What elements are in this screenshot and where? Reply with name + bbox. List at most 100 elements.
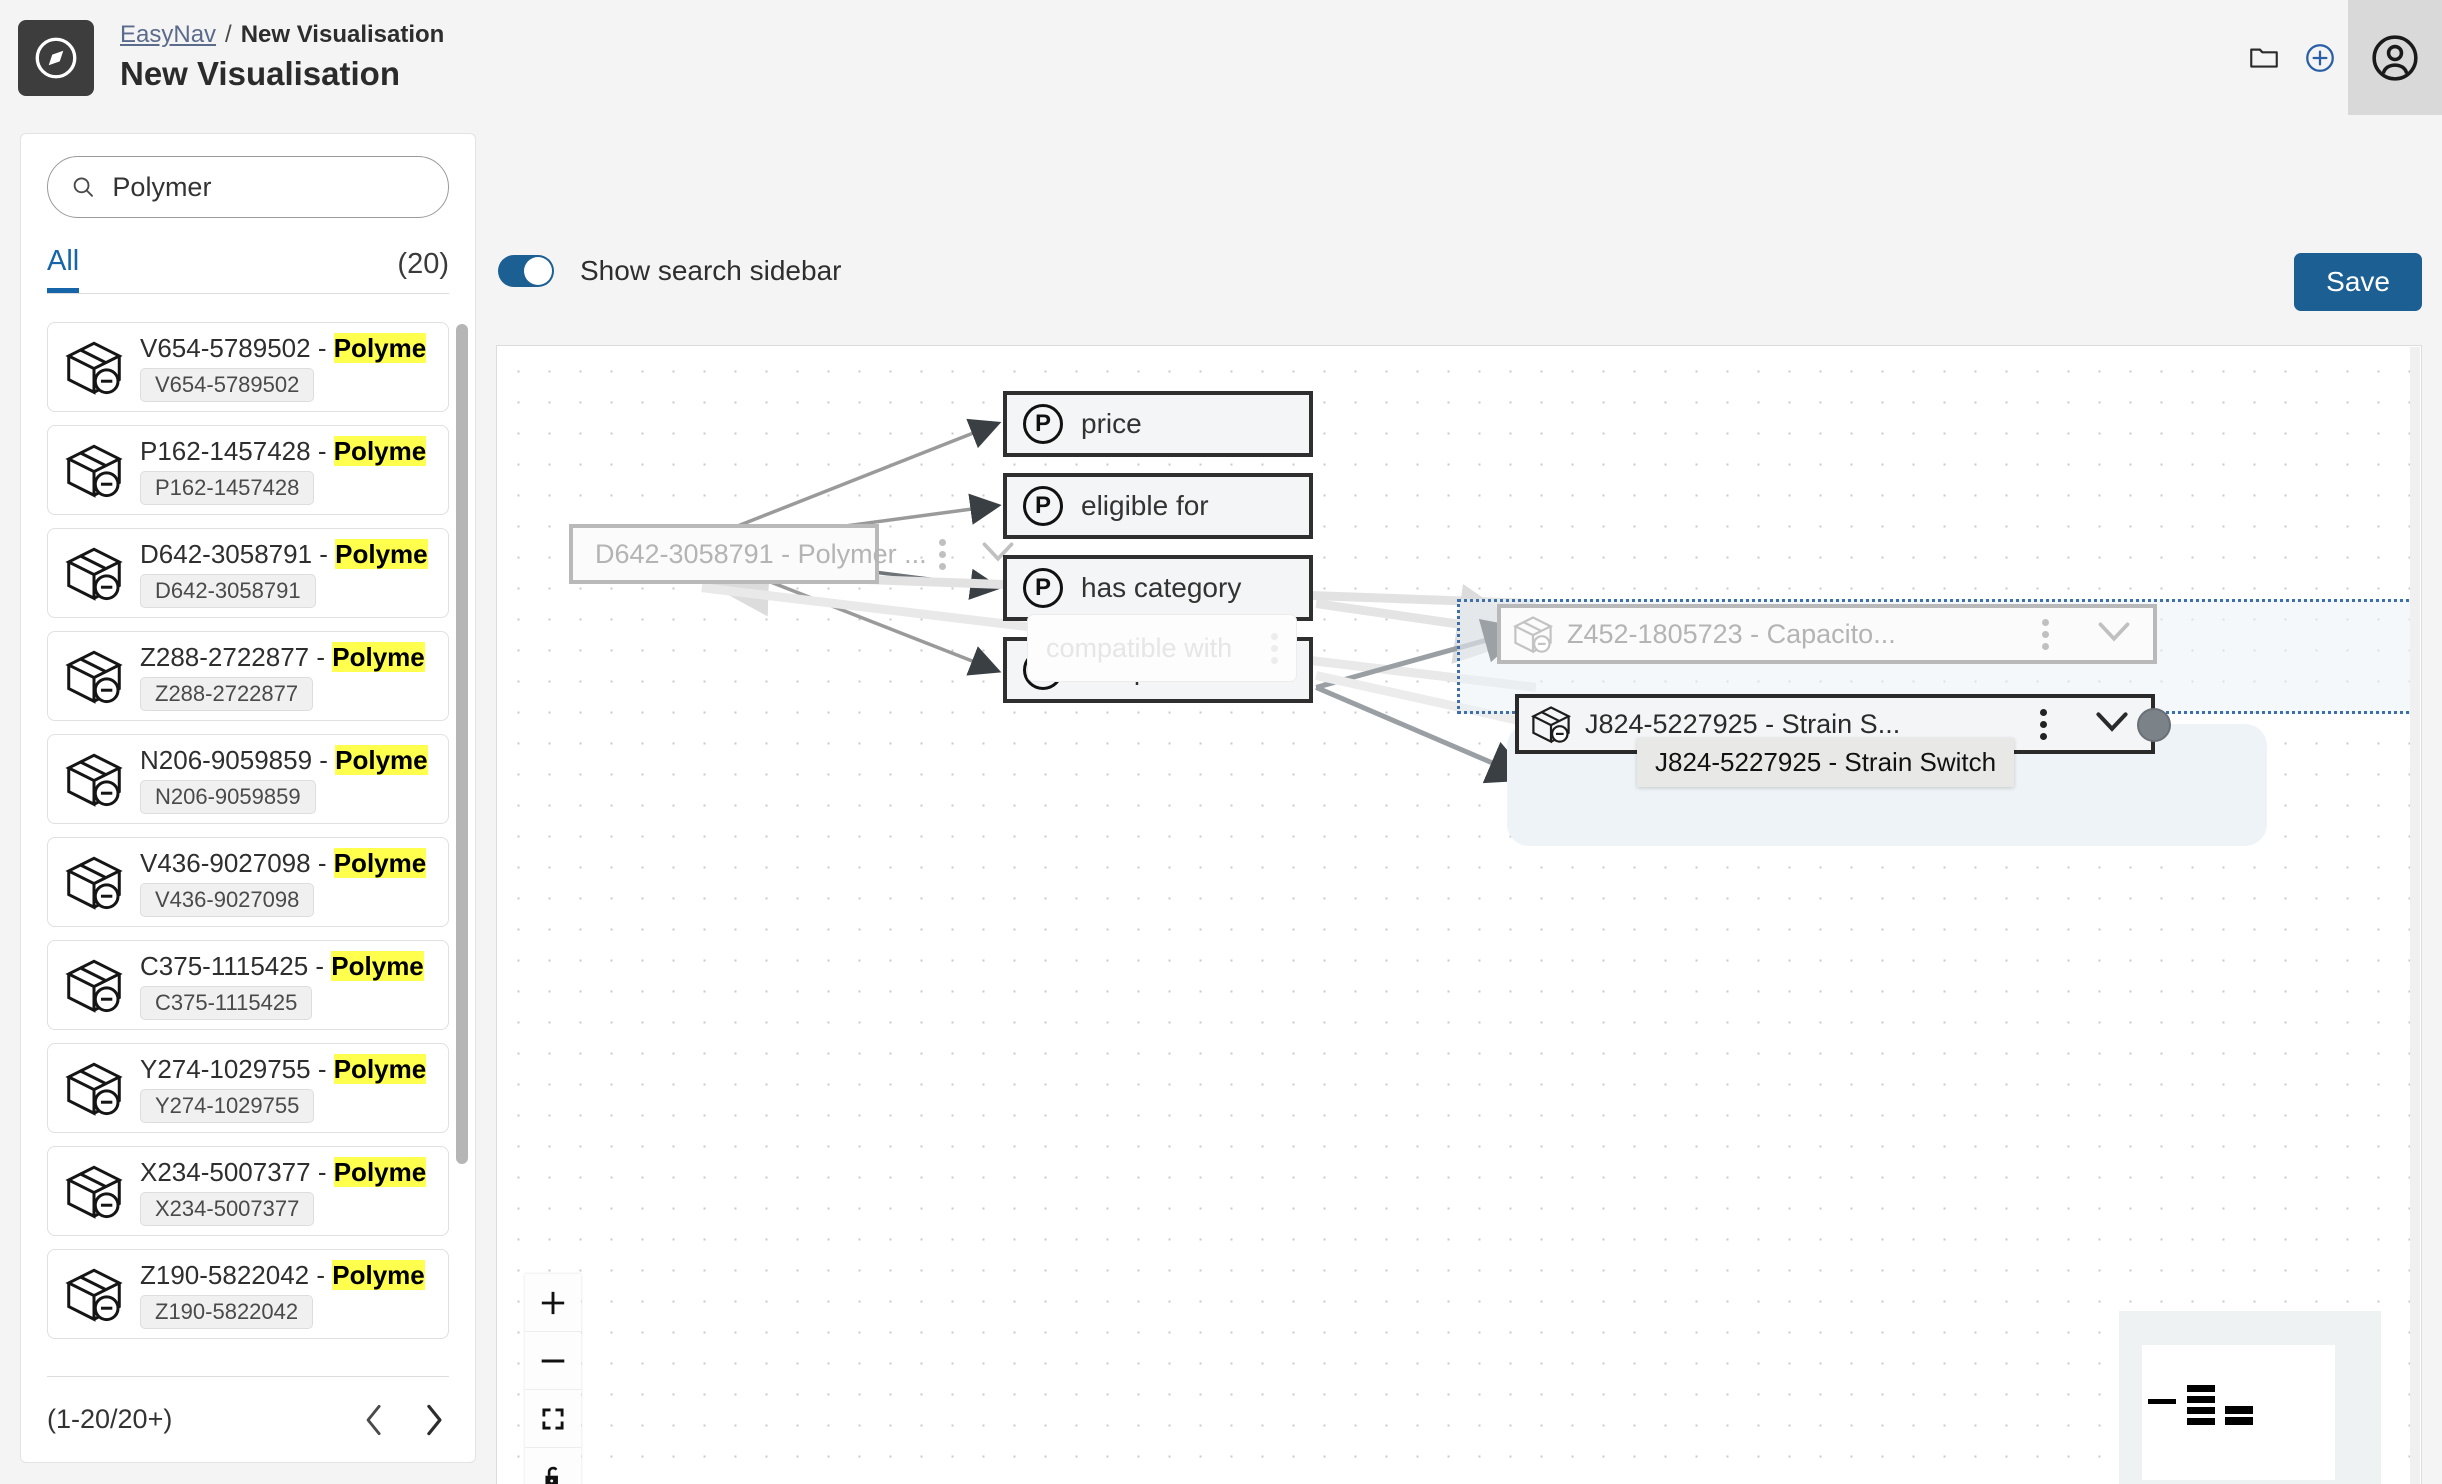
package-icon xyxy=(1530,706,1572,744)
node-tooltip: J824-5227925 - Strain Switch xyxy=(1637,738,2015,787)
tab-all[interactable]: All xyxy=(47,244,80,293)
app-header: EasyNav / New Visualisation New Visualis… xyxy=(0,0,2442,115)
chevron-left-icon xyxy=(366,1404,381,1435)
result-list-scrollbar[interactable] xyxy=(456,324,468,1164)
list-item-id: P162-1457428 - xyxy=(140,435,334,466)
property-badge-icon: P xyxy=(1023,568,1063,608)
pagination-bar: (1-20/20+) xyxy=(47,1376,449,1462)
package-icon xyxy=(65,1268,123,1322)
list-item-title: V654-5789502 - Polyme xyxy=(140,332,427,363)
zoom-out-button[interactable] xyxy=(525,1332,581,1390)
minimap-node xyxy=(2225,1417,2253,1425)
minimap-viewport xyxy=(2142,1345,2335,1480)
list-item-chip: V436-9027098 xyxy=(140,882,315,917)
prev-page-button[interactable] xyxy=(359,1401,389,1439)
graph-node-z452[interactable]: Z452-1805723 - Capacito... xyxy=(1497,604,2157,664)
list-item-title: D642-3058791 - Polyme xyxy=(140,538,428,569)
list-item-chip: D642-3058791 xyxy=(140,573,316,608)
show-search-sidebar-toggle[interactable] xyxy=(498,255,554,287)
chevron-down-icon[interactable] xyxy=(2095,711,2129,738)
package-icon xyxy=(65,1165,123,1219)
package-icon xyxy=(65,959,123,1013)
graph-node-property-eligible-for[interactable]: P eligible for xyxy=(1003,473,1313,539)
chevron-down-icon[interactable] xyxy=(981,541,1015,568)
search-box[interactable] xyxy=(47,156,449,218)
list-item-highlight: Polyme xyxy=(333,1156,427,1187)
add-circle-icon xyxy=(2306,43,2334,72)
list-item-title: Z190-5822042 - Polyme xyxy=(140,1259,425,1290)
list-item-chip: N206-9059859 xyxy=(140,779,316,814)
list-item-title: Y274-1029755 - Polyme xyxy=(140,1053,427,1084)
search-icon xyxy=(73,177,93,197)
graph-node-property-price[interactable]: P price xyxy=(1003,391,1313,457)
next-page-button[interactable] xyxy=(419,1401,449,1439)
folder-button[interactable] xyxy=(2236,30,2292,86)
lock-toggle-button[interactable] xyxy=(525,1448,581,1484)
list-item-chip: X234-5007377 xyxy=(140,1191,315,1226)
account-button[interactable] xyxy=(2348,0,2442,115)
property-badge-icon: P xyxy=(1023,404,1063,444)
canvas-vertical-scrollbar[interactable] xyxy=(2410,347,2420,1484)
graph-node-property-has-category[interactable]: P has category xyxy=(1003,555,1313,621)
property-badge-icon: P xyxy=(1023,486,1063,526)
list-item-highlight: Polyme xyxy=(332,641,425,672)
list-item-highlight: Polyme xyxy=(333,435,427,466)
list-item-highlight: Polyme xyxy=(335,538,428,569)
unlock-icon xyxy=(545,1466,558,1484)
list-item-highlight: Polyme xyxy=(332,1259,425,1290)
graph-node-j824-label: J824-5227925 - Strain S... xyxy=(1585,708,1901,739)
list-item-id: Z190-5822042 - xyxy=(140,1259,333,1290)
minimap-node xyxy=(2148,1399,2176,1404)
folder-icon xyxy=(2250,47,2278,68)
graph-canvas[interactable]: D642-3058791 - Polymer ... P price P eli… xyxy=(496,345,2422,1484)
package-icon xyxy=(1512,616,1554,654)
list-item-id: N206-9059859 - xyxy=(140,744,336,775)
node-menu-icon[interactable] xyxy=(2041,618,2049,650)
search-row xyxy=(21,134,475,218)
package-icon xyxy=(65,856,123,910)
list-item-id: Y274-1029755 - xyxy=(140,1053,334,1084)
breadcrumb-root-link[interactable]: EasyNav xyxy=(120,21,217,48)
save-button[interactable]: Save xyxy=(2294,253,2422,311)
minimap-node xyxy=(2187,1418,2215,1425)
result-count: (20) xyxy=(397,248,449,280)
fit-view-button[interactable] xyxy=(525,1390,581,1448)
add-button[interactable] xyxy=(2292,30,2348,86)
property-label: has category xyxy=(1081,572,1242,603)
chevron-down-icon[interactable] xyxy=(2097,621,2131,648)
node-resize-handle[interactable] xyxy=(2137,708,2171,742)
minimap-node xyxy=(2187,1396,2215,1403)
pagination-label: (1-20/20+) xyxy=(47,1404,173,1434)
minimap-node xyxy=(2225,1406,2253,1414)
app-logo[interactable] xyxy=(18,19,94,96)
node-menu-icon[interactable] xyxy=(939,538,947,570)
graph-node-center[interactable]: D642-3058791 - Polymer ... xyxy=(569,524,1014,584)
toggle-knob xyxy=(524,257,552,285)
node-menu-icon[interactable] xyxy=(2039,708,2047,740)
package-icon xyxy=(65,753,123,807)
property-label: price xyxy=(1081,408,1142,439)
graph-minimap[interactable] xyxy=(2119,1311,2381,1484)
header-actions xyxy=(2236,0,2442,115)
list-item-highlight: Polyme xyxy=(333,1053,427,1084)
list-item-highlight: Polyme xyxy=(333,332,427,363)
zoom-in-button[interactable] xyxy=(525,1274,581,1332)
package-icon xyxy=(65,547,123,601)
search-input[interactable] xyxy=(112,171,426,203)
list-item-chip: Z288-2722877 xyxy=(140,676,314,711)
package-icon xyxy=(65,650,123,704)
